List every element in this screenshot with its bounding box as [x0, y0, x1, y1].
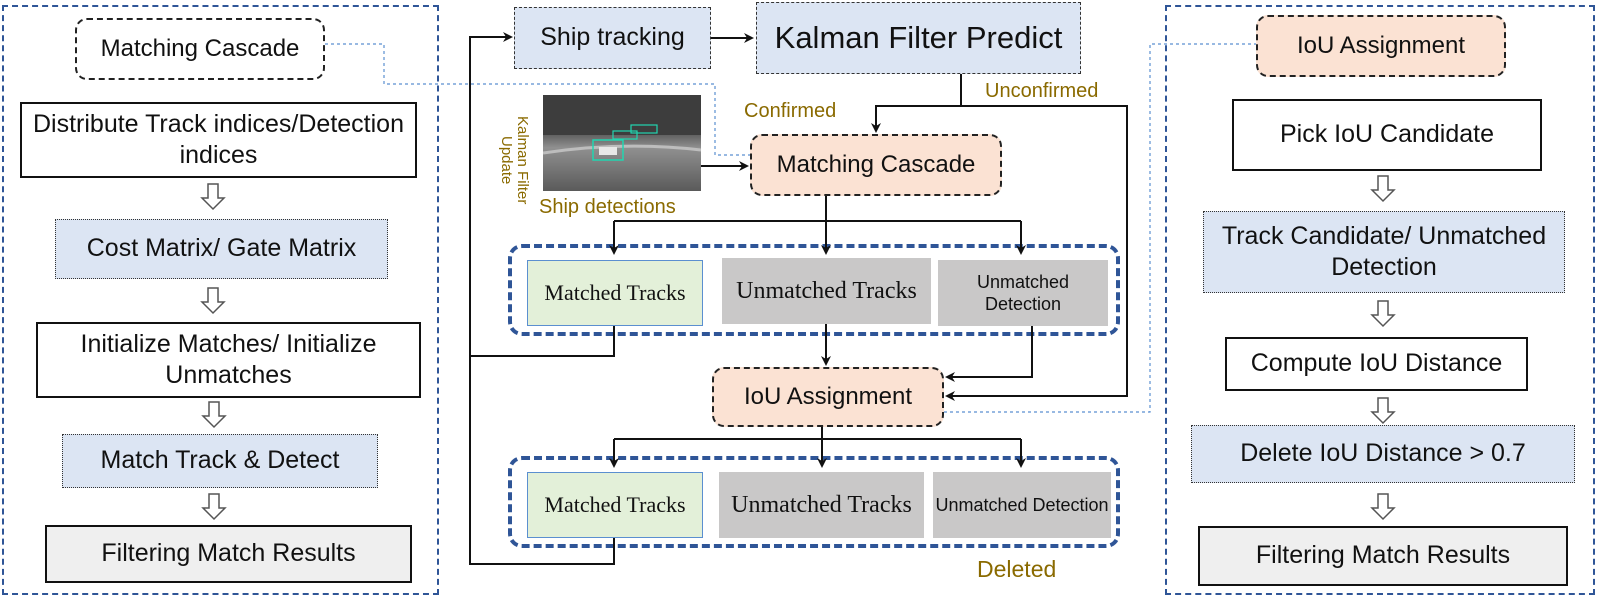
ship-detections-label: Ship detections	[539, 196, 676, 218]
ship-tracking-box: Ship tracking	[514, 7, 711, 69]
left-step-5: Filtering Match Results	[45, 525, 412, 583]
unmatched-detection-1: Unmatched Detection	[938, 260, 1108, 326]
unconfirmed-label: Unconfirmed	[985, 80, 1099, 102]
right-step-2: Track Candidate/ Unmatched Detection	[1203, 211, 1565, 293]
iou-assignment-box: IoU Assignment	[712, 367, 944, 427]
unmatched-tracks-1: Unmatched Tracks	[722, 258, 931, 324]
left-panel	[2, 5, 439, 595]
left-panel-title: Matching Cascade	[75, 18, 325, 80]
right-step-3: Compute IoU Distance	[1225, 337, 1528, 391]
matched-tracks-2: Matched Tracks	[527, 472, 703, 538]
matched-tracks-1: Matched Tracks	[527, 260, 703, 326]
right-step-4: Delete IoU Distance > 0.7	[1191, 425, 1575, 483]
unmatched-tracks-2: Unmatched Tracks	[719, 472, 924, 538]
kalman-update-label: Kalman Filter Update	[498, 115, 531, 205]
unmatched-detection-2: Unmatched Detection	[933, 472, 1111, 538]
left-step-1: Distribute Track indices/Detection indic…	[20, 102, 417, 178]
left-step-3: Initialize Matches/ Initialize Unmatches	[36, 322, 421, 398]
matching-cascade-box: Matching Cascade	[750, 134, 1002, 196]
ship-detection-image	[543, 95, 701, 191]
left-step-2: Cost Matrix/ Gate Matrix	[55, 219, 388, 279]
right-step-5: Filtering Match Results	[1198, 526, 1568, 586]
right-panel-title: IoU Assignment	[1256, 15, 1506, 77]
kalman-predict-box: Kalman Filter Predict	[756, 2, 1081, 74]
left-step-4: Match Track & Detect	[62, 434, 378, 488]
deleted-label: Deleted	[977, 556, 1057, 582]
right-step-1: Pick IoU Candidate	[1232, 99, 1542, 171]
right-panel	[1165, 5, 1595, 595]
confirmed-label: Confirmed	[744, 100, 837, 122]
